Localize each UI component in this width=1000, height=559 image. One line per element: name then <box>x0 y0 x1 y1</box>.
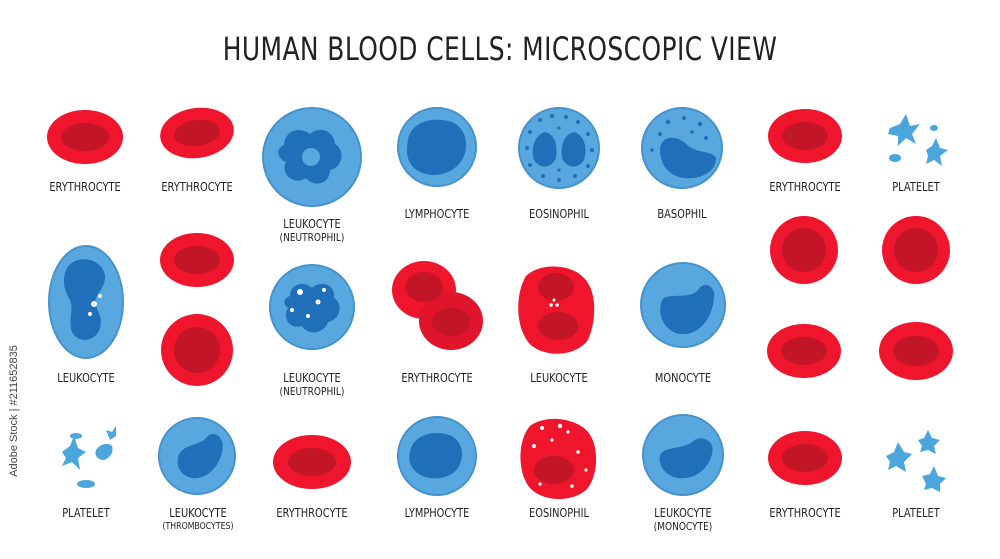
monocyte-cell <box>640 262 726 348</box>
eosinophil-cell-2 <box>520 418 597 499</box>
neutrophil-cell-1 <box>262 107 362 207</box>
label-platelet-3: PLATELET <box>892 506 940 520</box>
erythrocyte-cell-right-4 <box>879 322 953 380</box>
label-monocyte: MONOCYTE <box>654 371 712 385</box>
label-platelet-1: PLATELET <box>892 180 940 194</box>
platelet-cells-3 <box>886 430 946 492</box>
erythrocyte-cell-bottom-1 <box>273 435 351 489</box>
lymphocyte-cell-1 <box>397 107 477 187</box>
label-platelet-2: PLATELET <box>62 506 110 520</box>
label-leukocyte-neutrophil-2: LEUKOCYTE(NEUTROPHIL) <box>279 371 345 398</box>
label-erythrocyte-5: ERYTHROCYTE <box>276 506 348 520</box>
label-leukocyte-thrombocytes: LEUKOCYTE(THROMBOCYTES) <box>162 506 234 532</box>
label-leukocyte-neutrophil-1: LEUKOCYTE(NEUTROPHIL) <box>279 217 345 244</box>
label-lymphocyte-2: LYMPHOCYTE <box>404 506 470 520</box>
label-eosinophil-2: EOSINOPHIL <box>529 506 589 520</box>
erythrocyte-cell-2 <box>160 107 234 159</box>
erythrocyte-cell-overlap <box>392 261 483 350</box>
thrombocyte-leukocyte-cell <box>158 417 236 495</box>
erythrocyte-cell-bottom-2 <box>768 431 842 485</box>
leukocyte-cell-red <box>518 266 595 354</box>
label-erythrocyte-2: ERYTHROCYTE <box>161 180 233 194</box>
erythrocyte-cell-right-3 <box>767 324 841 378</box>
basophil-cell <box>641 107 723 189</box>
label-leukocyte-monocyte: LEUKOCYTE(MONOCYTE) <box>653 506 713 533</box>
erythrocyte-cell-1 <box>47 110 123 164</box>
label-eosinophil-1: EOSINOPHIL <box>529 207 589 221</box>
erythrocyte-cell-3 <box>768 109 842 163</box>
erythrocyte-cell-right-2 <box>882 216 950 284</box>
label-leukocyte: LEUKOCYTE <box>57 371 115 385</box>
erythrocyte-cell-mid-2 <box>161 314 233 386</box>
eosinophil-cell-1 <box>518 107 600 189</box>
label-erythrocyte-6: ERYTHROCYTE <box>769 506 841 520</box>
label-erythrocyte-1: ERYTHROCYTE <box>49 180 121 194</box>
erythrocyte-cell-mid-1 <box>160 233 234 287</box>
leukocyte-cell <box>48 245 124 359</box>
erythrocyte-cell-right-1 <box>770 216 838 284</box>
platelet-cells-2 <box>62 426 116 488</box>
neutrophil-cell-2 <box>269 264 355 350</box>
label-erythrocyte-4: ERYTHROCYTE <box>401 371 473 385</box>
lymphocyte-cell-2 <box>397 416 477 496</box>
page-title: HUMAN BLOOD CELLS: MICROSCOPIC VIEW <box>222 30 778 68</box>
label-basophil: BASOPHIL <box>657 207 707 221</box>
label-erythrocyte-3: ERYTHROCYTE <box>769 180 841 194</box>
label-lymphocyte-1: LYMPHOCYTE <box>404 207 470 221</box>
monocyte-leukocyte-cell <box>642 414 724 496</box>
platelet-cells-1 <box>888 114 948 166</box>
label-leukocyte-2: LEUKOCYTE <box>530 371 588 385</box>
